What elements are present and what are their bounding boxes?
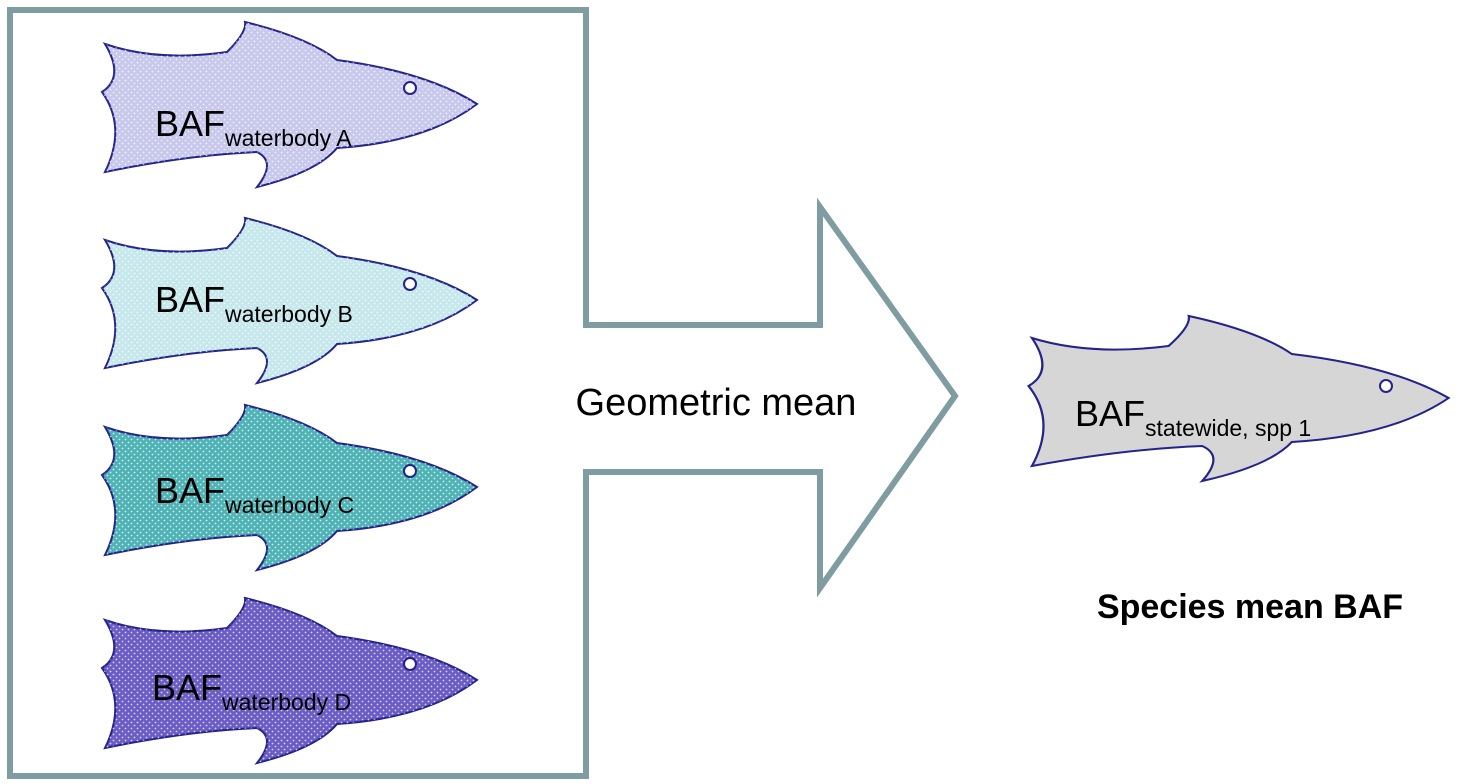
- fish-waterbody-b: BAFwaterbody B: [100, 216, 479, 385]
- fish-label-main: BAF: [155, 279, 225, 320]
- fish-label-sub: waterbody B: [224, 301, 353, 327]
- eye-icon: [403, 657, 417, 671]
- frame-arrow-outline: [7, 7, 959, 779]
- fish-body: [1027, 314, 1451, 483]
- fish-label-main: BAF: [152, 667, 222, 708]
- fish-label-sub: statewide, spp 1: [1145, 415, 1311, 441]
- fish-waterbody-c: BAFwaterbody C: [100, 403, 479, 572]
- fish-waterbody-d: BAFwaterbody D: [100, 596, 479, 765]
- svg-text:BAFwaterbody C: BAFwaterbody C: [155, 470, 354, 518]
- arrow-label: Geometric mean: [576, 382, 857, 424]
- fish-statewide: BAFstatewide, spp 1: [1027, 314, 1451, 483]
- eye-icon: [403, 277, 417, 291]
- fish-label-sub: waterbody D: [221, 689, 351, 715]
- fish-label-main: BAF: [155, 103, 225, 144]
- fish-label-sub: waterbody C: [224, 492, 354, 518]
- eye-icon: [1379, 379, 1393, 393]
- svg-text:BAFwaterbody A: BAFwaterbody A: [155, 103, 352, 151]
- svg-text:BAFwaterbody D: BAFwaterbody D: [152, 667, 351, 715]
- fish-label-main: BAF: [1075, 393, 1145, 434]
- svg-text:BAFwaterbody B: BAFwaterbody B: [155, 279, 353, 327]
- svg-text:BAFstatewide, spp 1: BAFstatewide, spp 1: [1075, 393, 1311, 441]
- eye-icon: [403, 464, 417, 478]
- result-caption: Species mean BAF: [1097, 588, 1403, 626]
- fish-label-sub: waterbody A: [224, 125, 352, 151]
- fish-label-main: BAF: [155, 470, 225, 511]
- fish-waterbody-a: BAFwaterbody A: [100, 20, 479, 189]
- eye-icon: [403, 81, 417, 95]
